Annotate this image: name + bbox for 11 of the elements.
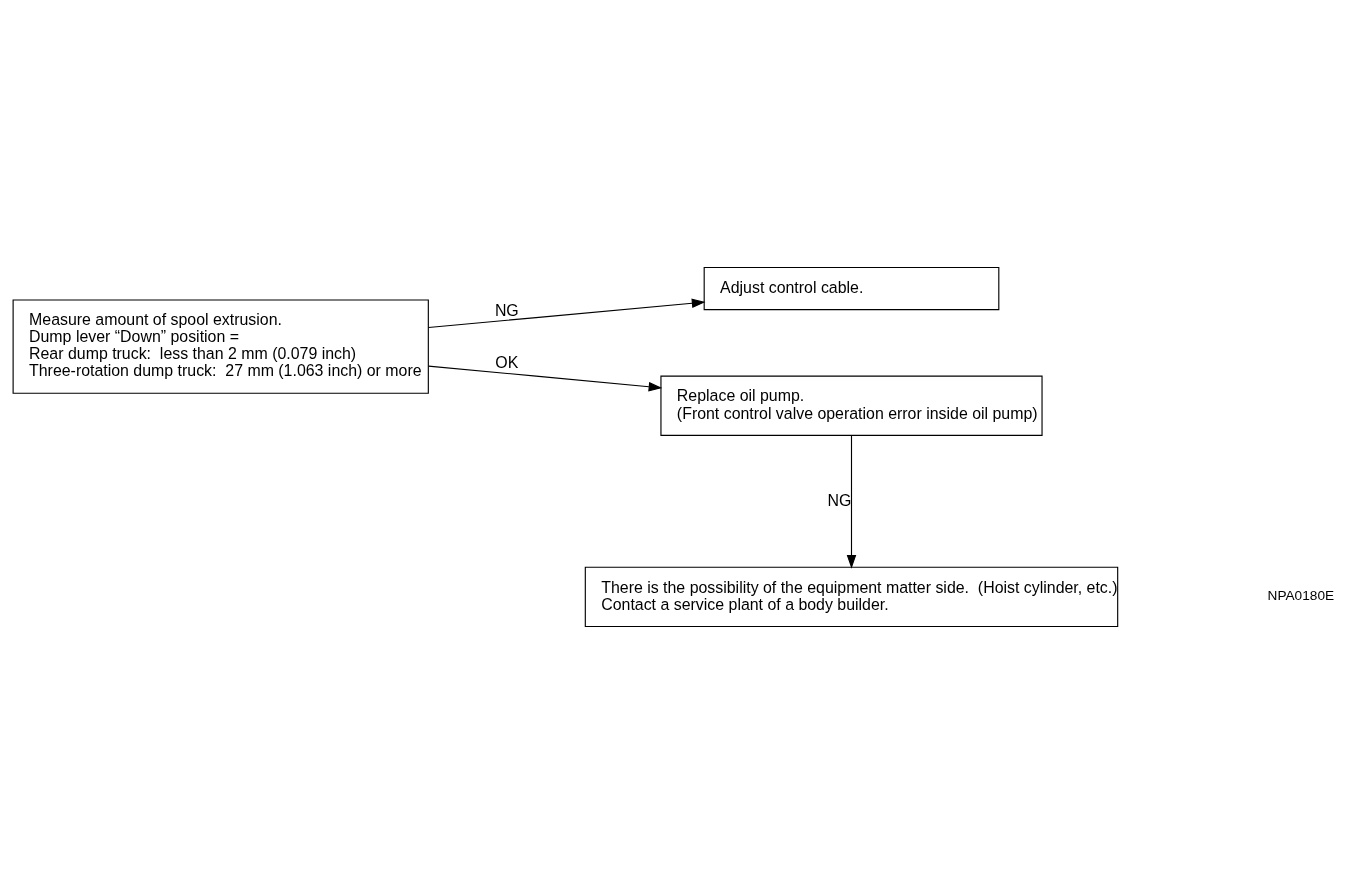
- arrow: [846, 434, 857, 569]
- edge-label: OK: [495, 353, 519, 371]
- node-box: Replace oil pump. (Front control valve operation error inside oil pump): [660, 375, 1043, 436]
- label: NPA0180E: [1267, 587, 1335, 603]
- arrow: [427, 365, 663, 392]
- node-box: Measure amount of spool extrusion. Dump lever “Down” position = Rear dump truck: less than 2 mm (0.079 inch) Three-rotation dump truck: 27 mm (1.063 inch) or more: [12, 298, 429, 394]
- arrow: [427, 297, 706, 328]
- edge-label: NG: [827, 491, 852, 509]
- edge-label: NG: [494, 301, 519, 319]
- node-box: There is the possibility of the equipment matter side. (Hoist cylinder, etc.) Contact a service plant of a body builder.: [584, 566, 1119, 627]
- node-box: Adjust control cable.: [703, 266, 1000, 310]
